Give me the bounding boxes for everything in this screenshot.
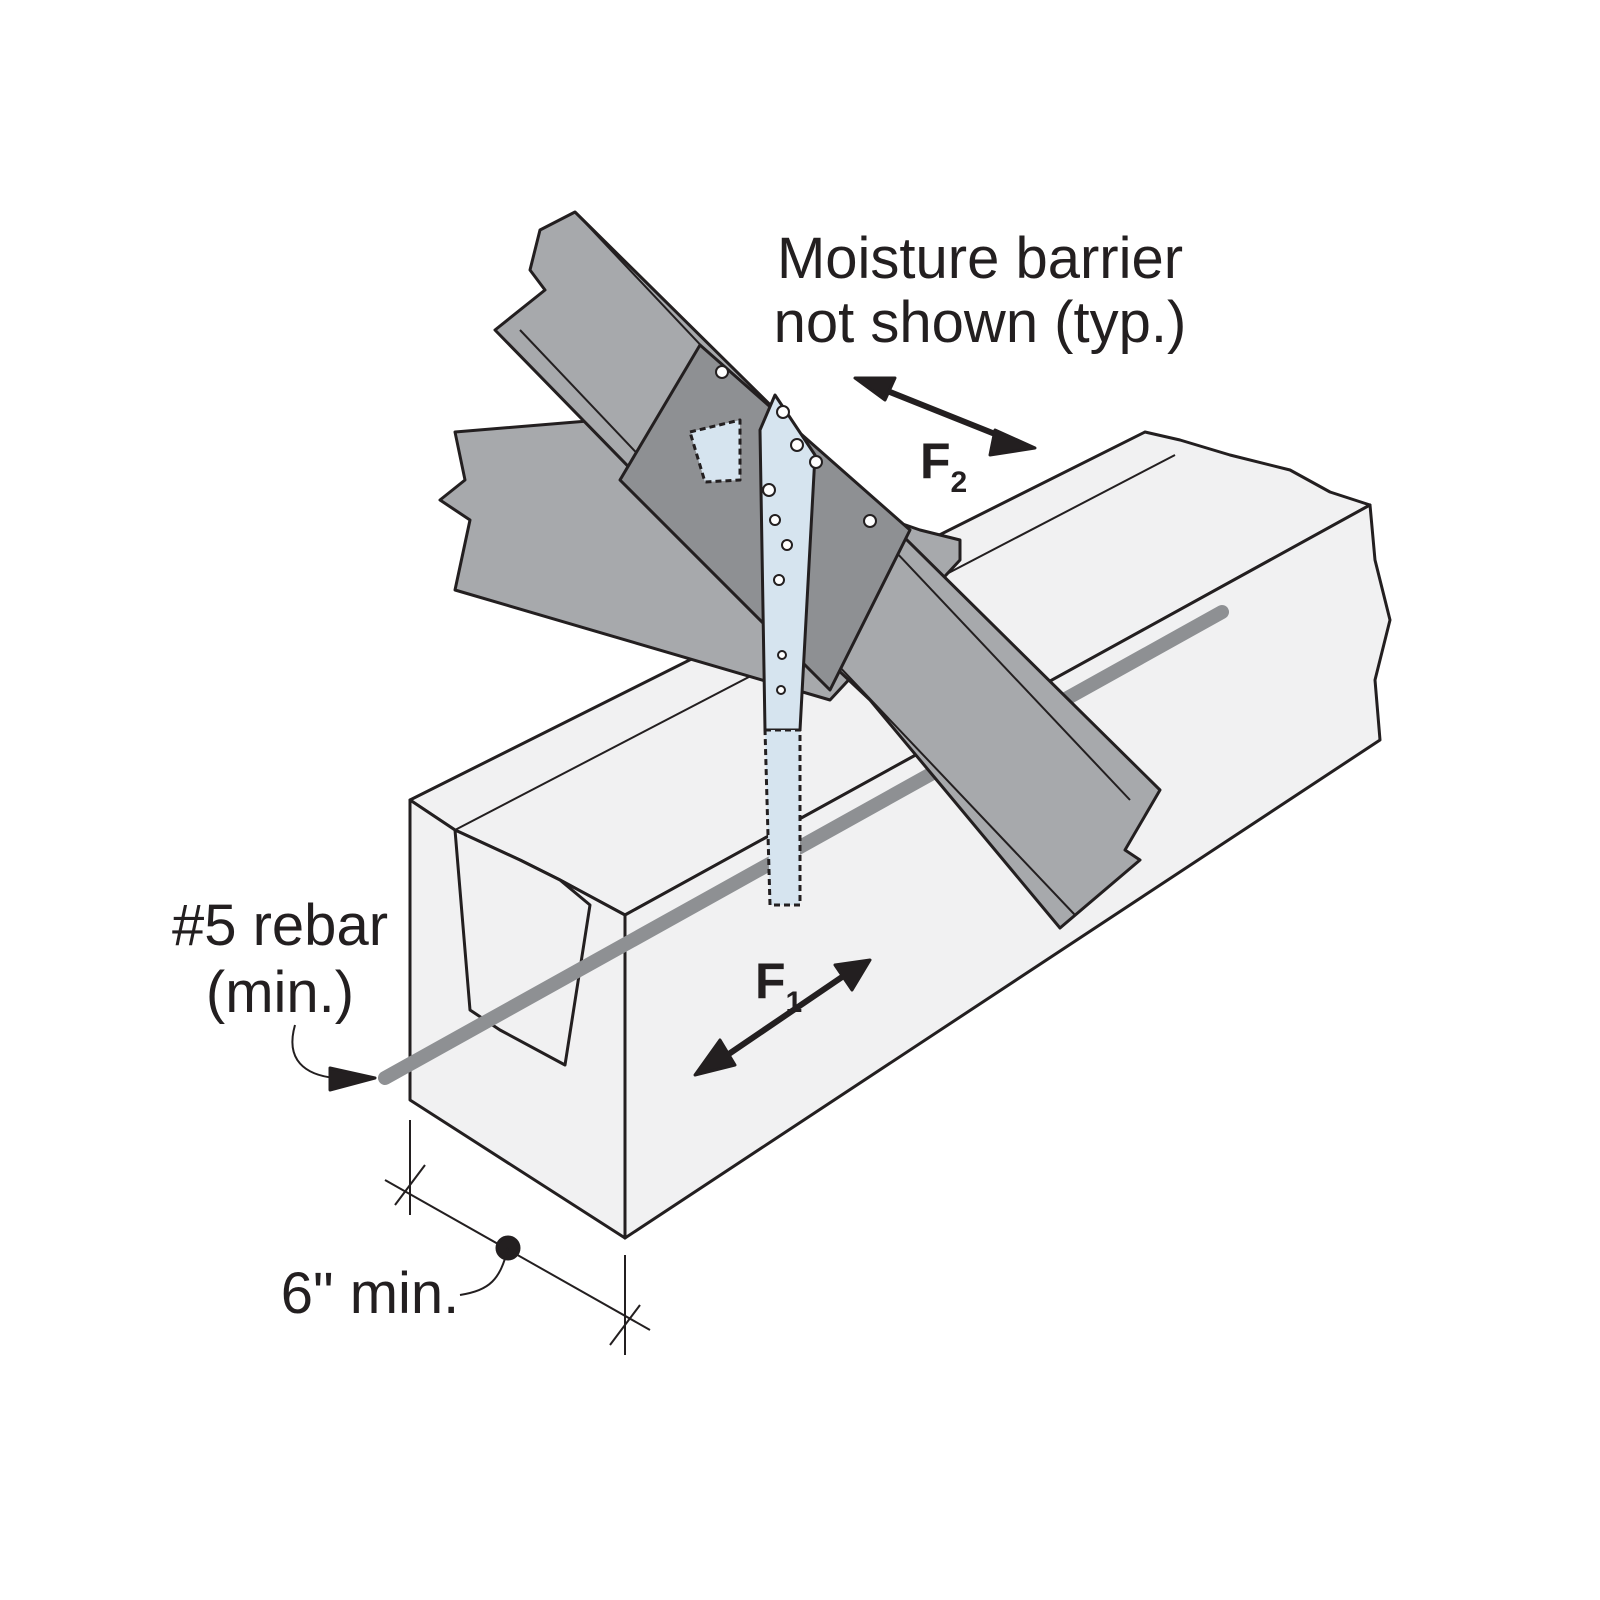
f1-arrowhead-left xyxy=(693,1038,737,1077)
moisture-label-line1: Moisture barrier xyxy=(777,226,1183,291)
f2-arrow xyxy=(878,385,1012,443)
width-dimension-label: 6" min. xyxy=(281,1261,460,1326)
f1-label: F1 xyxy=(755,953,802,1019)
strap-embedded xyxy=(763,728,802,907)
f2-letter: F xyxy=(920,433,951,489)
moisture-label-line2: not shown (typ.) xyxy=(774,290,1187,355)
rebar xyxy=(378,605,1229,1085)
f2-arrowhead-left xyxy=(853,376,897,402)
f2-subscript: 2 xyxy=(951,466,968,499)
dim-leader xyxy=(459,1247,509,1296)
f2-label: F2 xyxy=(920,433,967,499)
f1-subscript: 1 xyxy=(786,986,803,1019)
f1-letter: F xyxy=(755,953,786,1009)
fasteners xyxy=(715,365,877,695)
rebar-leader xyxy=(291,1024,336,1079)
f2-arrowhead-right xyxy=(988,428,1037,457)
strap-tie xyxy=(758,393,817,732)
f1-arrowhead-right xyxy=(833,958,872,992)
dim-tick-right xyxy=(609,1304,641,1346)
rebar-label-line1: #5 rebar xyxy=(172,893,388,958)
rebar-leader-arrowhead xyxy=(328,1066,377,1092)
concrete-side-face xyxy=(623,503,1392,1240)
rebar-label-line2: (min.) xyxy=(206,960,354,1025)
f1-arrow xyxy=(718,972,847,1063)
dim-tick-left xyxy=(394,1164,426,1206)
concrete-broken-section xyxy=(453,828,592,1067)
dashed-tab xyxy=(688,418,742,484)
